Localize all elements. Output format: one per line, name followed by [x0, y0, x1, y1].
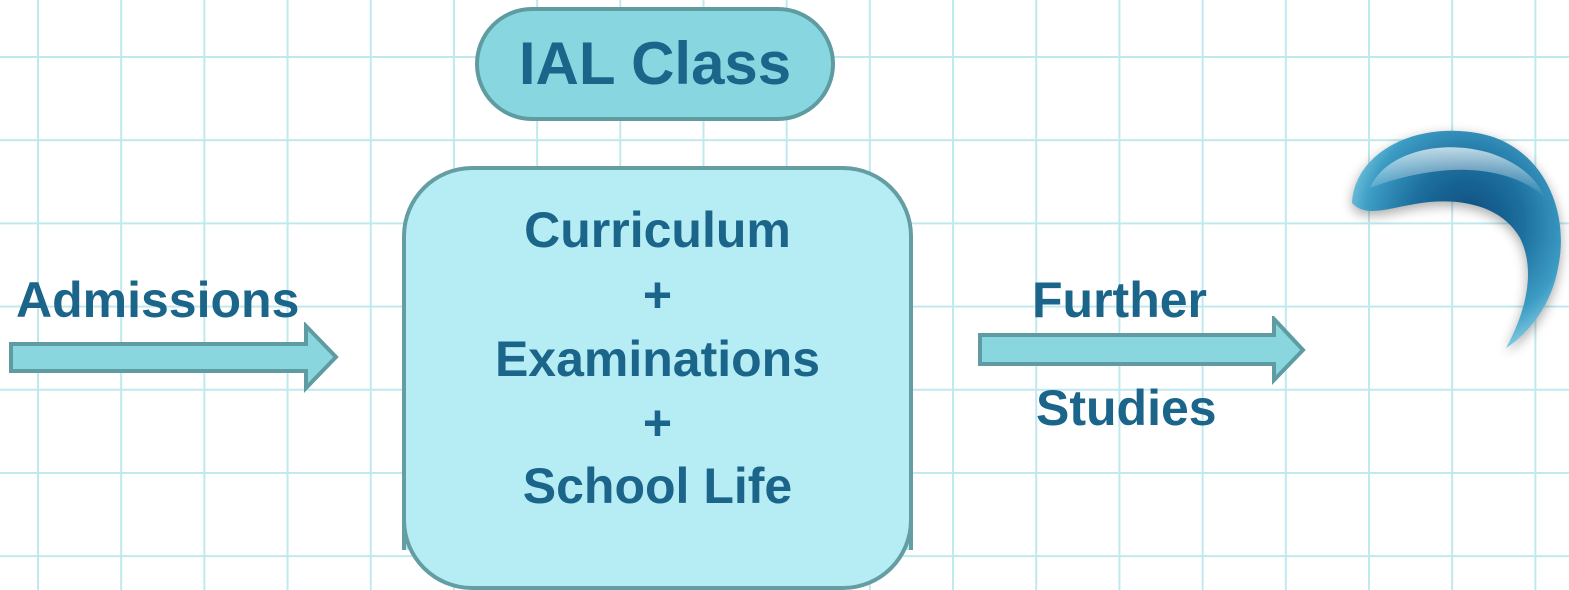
admissions-arrow: [9, 322, 339, 393]
diagram-title: IAL Class: [518, 30, 792, 97]
box-line-plus-2: +: [642, 395, 673, 451]
further-studies-arrow: [978, 316, 1306, 385]
flow-diagram: IAL Class Curriculum + Examinations + Sc…: [9, 7, 1561, 590]
box-line-examinations: Examinations: [494, 331, 821, 387]
box-line-plus-1: +: [642, 267, 673, 323]
crescent-logo: [1352, 130, 1561, 348]
box-line-school-life: School Life: [522, 458, 793, 514]
title-pill: IAL Class: [475, 7, 835, 121]
studies-label: Studies: [1036, 380, 1217, 436]
box-line-curriculum: Curriculum: [524, 202, 791, 258]
further-label: Further: [1032, 272, 1207, 328]
admissions-label: Admissions: [16, 272, 300, 328]
